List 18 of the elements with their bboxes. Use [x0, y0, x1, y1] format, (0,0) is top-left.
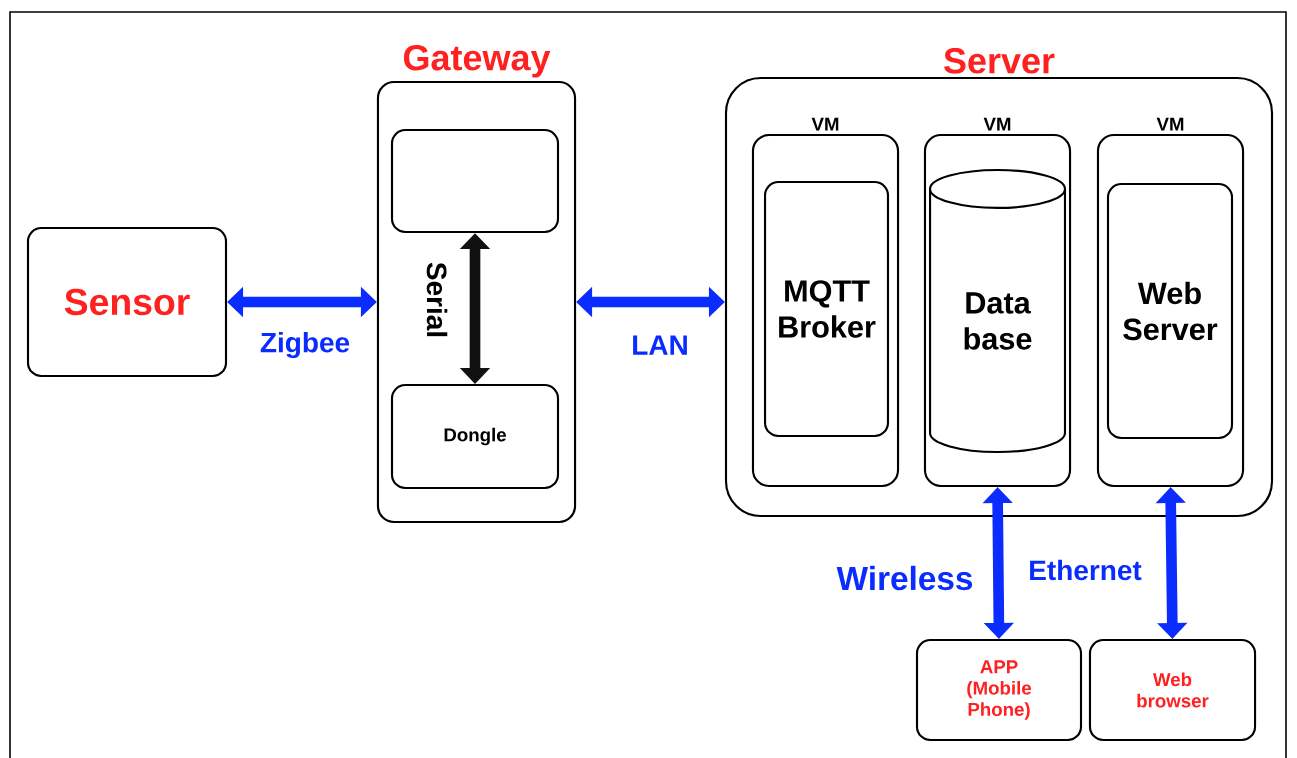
node-label: Server: [944, 48, 1055, 74]
node-label: Gateway: [403, 45, 551, 78]
edge-label: Zigbee: [258, 330, 352, 360]
process-box: MQTT Broker: [763, 180, 890, 438]
process-box: APP (Mobile Phone): [915, 638, 1083, 742]
process-box: Web Server: [1106, 182, 1234, 440]
process-box: [390, 128, 560, 234]
process-box: Sensor: [26, 226, 228, 378]
database-cylinder: Data base: [928, 168, 1067, 454]
process-box: Dongle: [390, 383, 560, 490]
edge-label: Ethernet: [1026, 558, 1144, 582]
process-box: Web browser: [1088, 638, 1257, 742]
node-label: VM: [1156, 117, 1184, 131]
edge-label: LAN: [629, 334, 691, 356]
node-label: VM: [983, 117, 1011, 131]
edge-label: Serial: [425, 260, 449, 340]
node-label: VM: [811, 117, 839, 131]
edge-label: Wireless: [835, 564, 975, 592]
